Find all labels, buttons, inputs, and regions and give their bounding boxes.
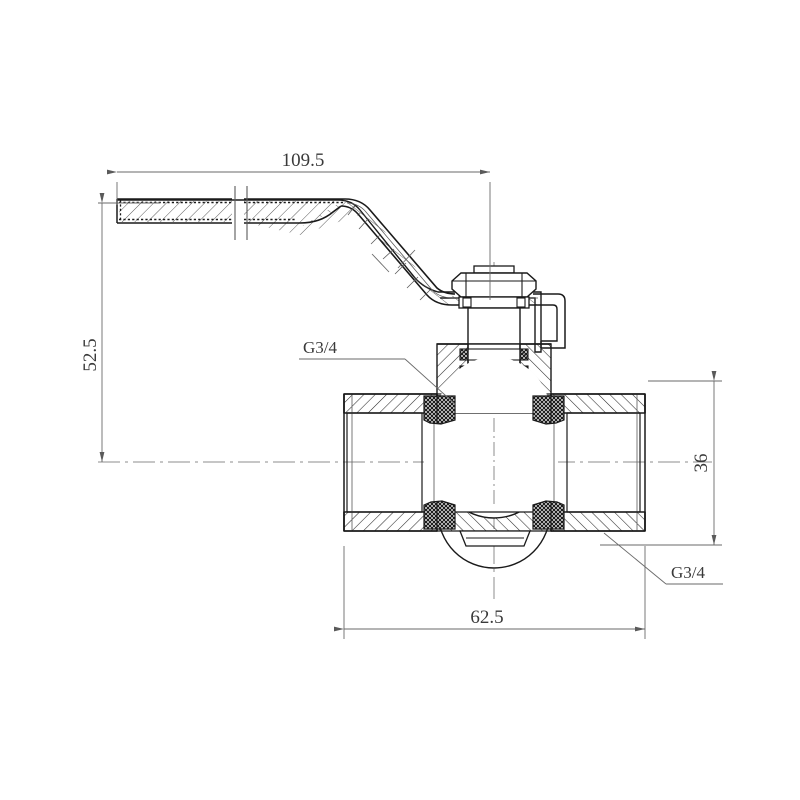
lever-bend: [299, 198, 541, 306]
leader-thread-left: G3/4: [299, 338, 456, 405]
body-outline-overlay: [343, 394, 646, 531]
dimension-handle-length: 109.5: [107, 150, 491, 300]
centerlines: [98, 262, 712, 600]
leader-label-thread-left: G3/4: [303, 338, 338, 357]
dimension-label-109: 109.5: [282, 150, 325, 171]
leader-label-thread-right: G3/4: [671, 563, 706, 582]
lever-tail: [540, 293, 566, 349]
lever-handle: [116, 186, 566, 353]
dimension-label-52: 52.5: [80, 338, 101, 371]
dimension-body-length: 62.5: [334, 546, 646, 639]
leader-line-left: [404, 358, 456, 405]
dimension-label-62: 62.5: [470, 607, 503, 628]
dimension-handle-height: 52.5: [80, 193, 160, 462]
leader-line-right: [603, 532, 667, 585]
dimension-label-36: 36: [691, 454, 712, 473]
dimension-body-height: 36: [600, 371, 722, 546]
packing-nut: [451, 265, 537, 298]
seat-seals: [423, 395, 565, 530]
ball-element: [430, 357, 558, 569]
leader-thread-right: G3/4: [603, 532, 723, 585]
